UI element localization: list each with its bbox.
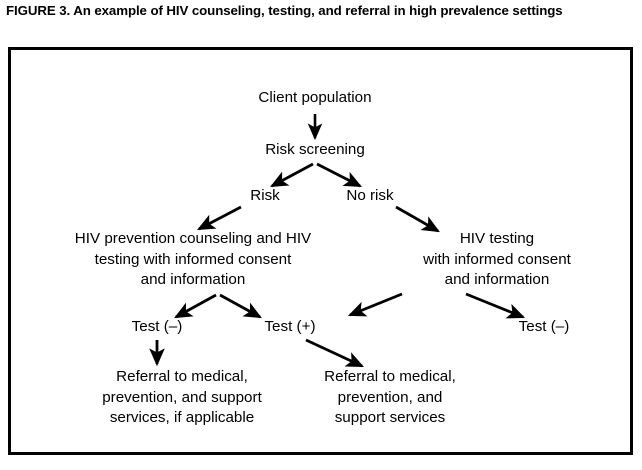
- node-hiv-prevention-counseling: HIV prevention counseling and HIV testin…: [74, 230, 312, 289]
- figure-caption: FIGURE 3. An example of HIV counseling, …: [6, 3, 563, 18]
- node-client-population: Client population: [258, 89, 372, 106]
- node-referral-services: Referral to medical, prevention, and sup…: [324, 368, 456, 427]
- figure-border-frame: [8, 47, 633, 455]
- node-test-positive: Test (+): [264, 318, 316, 335]
- node-test-negative-left: Test (–): [131, 318, 183, 335]
- node-hiv-testing: HIV testing with informed consent and in…: [423, 230, 571, 289]
- node-risk: Risk: [250, 187, 280, 204]
- node-referral-if-applicable: Referral to medical, prevention, and sup…: [102, 368, 262, 427]
- node-risk-screening: Risk screening: [265, 141, 365, 158]
- node-test-negative-right: Test (–): [518, 318, 570, 335]
- node-no-risk: No risk: [346, 187, 394, 204]
